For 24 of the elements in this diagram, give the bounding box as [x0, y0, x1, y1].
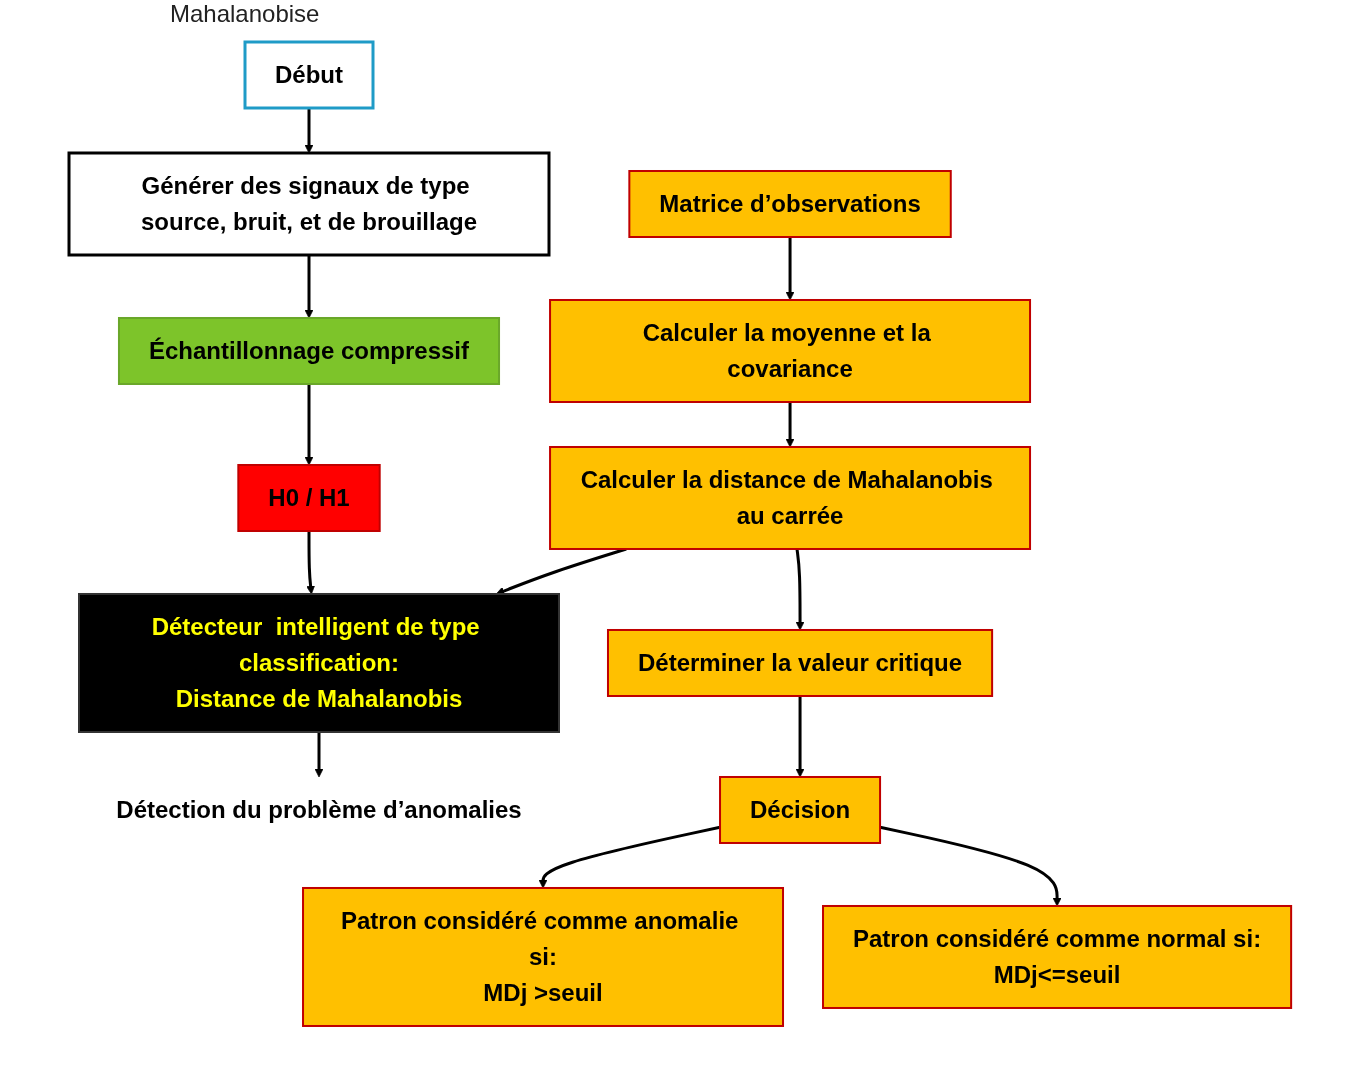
arrow	[879, 825, 1062, 907]
node-box: H0 / H1	[237, 464, 381, 532]
node-box: Décision	[718, 776, 881, 844]
node-box: Déterminer la valeur critique	[606, 629, 994, 697]
arrow	[304, 255, 314, 319]
arrow	[785, 237, 795, 301]
arrow	[795, 696, 805, 778]
node-box: Patron considéré comme anomalie si: MDj >seuil	[301, 887, 784, 1027]
arrow	[306, 531, 315, 595]
node-box: Matrice d’observations	[628, 170, 952, 238]
arrow	[785, 402, 795, 448]
note-text: Mahalanobise	[170, 0, 320, 28]
node-box: Début	[243, 40, 375, 110]
arrow	[314, 732, 324, 778]
arrow	[304, 384, 314, 466]
node-box: Échantillonnage compressif	[117, 317, 500, 385]
arrow	[304, 108, 314, 154]
node-box: Patron considéré comme normal si: MDj<=seuil	[821, 905, 1293, 1009]
node-box: Calculer la distance de Mahalanobis au carrée	[548, 446, 1031, 550]
node-text: Détection du problème d’anomalies	[116, 795, 522, 823]
arrow	[795, 548, 805, 631]
node-box: Générer des signaux de type source, bruit, et de brouillage	[67, 151, 551, 257]
node-box: Détecteur intelligent de type classification: Distance de Mahalanobis	[77, 593, 560, 733]
node-box: Calculer la moyenne et la covariance	[548, 299, 1031, 403]
